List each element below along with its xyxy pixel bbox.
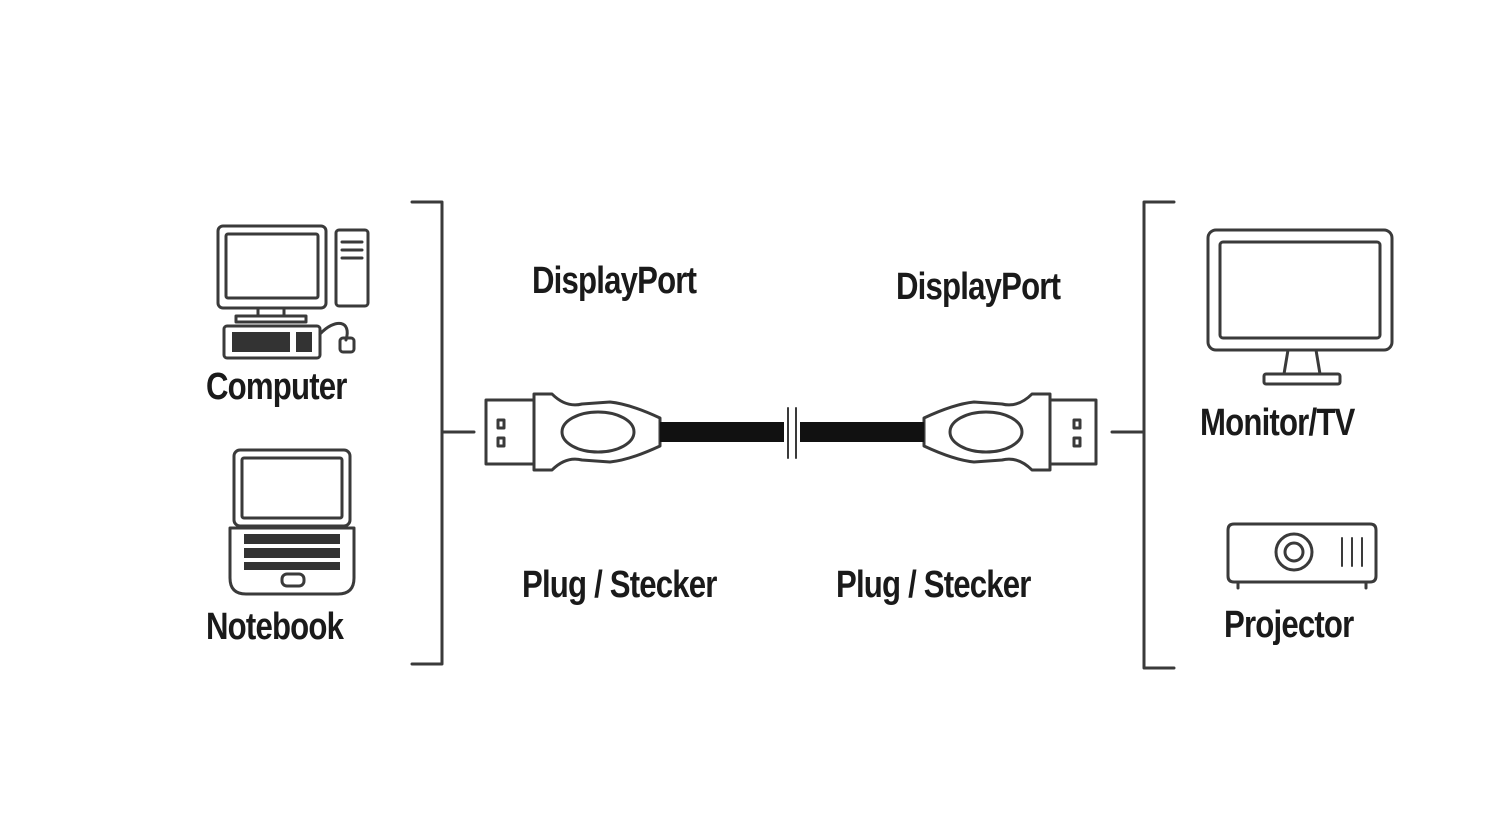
right-displayport-plug-icon [922,392,1098,472]
notebook-icon [228,448,356,596]
computer-label: Computer [206,366,347,408]
left-connector-kind-label: Plug / Stecker [522,564,717,606]
left-device-bracket [410,200,444,666]
projector-icon [1226,522,1378,590]
right-connector-kind-label: Plug / Stecker [836,564,1031,606]
monitor-icon [1206,228,1394,386]
right-connector-type-label: DisplayPort [896,266,1061,308]
notebook-keyboard-keys [244,534,340,570]
projector-label: Projector [1224,604,1354,646]
left-displayport-plug-icon [484,392,662,472]
computer-keyboard-keys [232,332,312,352]
monitor-label: Monitor/TV [1200,402,1355,444]
cable-right-segment [800,422,924,442]
notebook-label: Notebook [206,606,344,648]
computer-icon [216,224,370,360]
right-device-bracket [1142,200,1176,670]
left-connector-type-label: DisplayPort [532,260,697,302]
cable-left-segment [660,422,784,442]
